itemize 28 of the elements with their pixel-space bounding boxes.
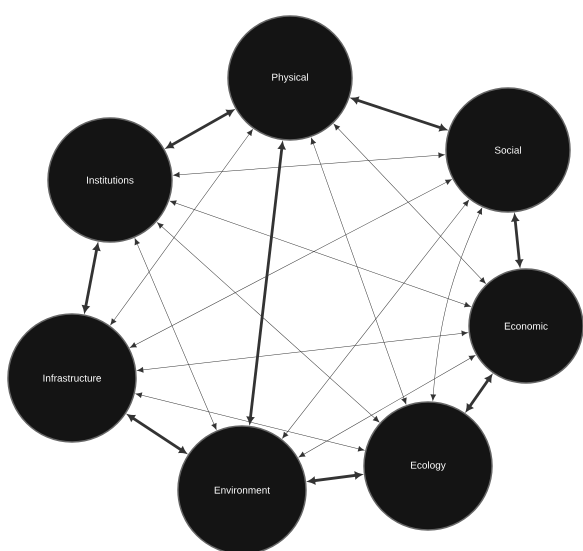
circle-node: Environment: [177, 425, 307, 551]
double-arrow: [82, 244, 100, 313]
double-arrow: [466, 374, 492, 412]
double-arrow: [173, 152, 445, 178]
double-arrow: [110, 129, 253, 326]
double-arrow: [298, 355, 476, 458]
circle-node: Ecology: [363, 401, 493, 531]
double-arrow: [308, 472, 362, 484]
circle-node: Economic: [468, 268, 583, 384]
double-arrow: [246, 142, 286, 424]
circle-node: Social: [445, 87, 571, 213]
circle-node: Infrastructure: [7, 313, 137, 443]
double-arrow: [430, 208, 482, 401]
double-arrow: [310, 138, 407, 404]
double-arrow: [512, 214, 523, 267]
double-arrow: [136, 330, 468, 373]
circle-node: Institutions: [47, 117, 173, 243]
double-arrow: [282, 200, 470, 439]
double-arrow: [136, 392, 365, 452]
double-arrow: [166, 109, 234, 149]
double-arrow: [351, 96, 447, 132]
double-arrow: [157, 222, 380, 422]
circle-node: Physical: [227, 15, 353, 141]
double-arrow: [130, 179, 452, 348]
double-arrow: [134, 238, 217, 430]
double-arrow: [170, 200, 471, 308]
double-arrow: [128, 414, 186, 454]
double-arrow: [334, 124, 486, 284]
